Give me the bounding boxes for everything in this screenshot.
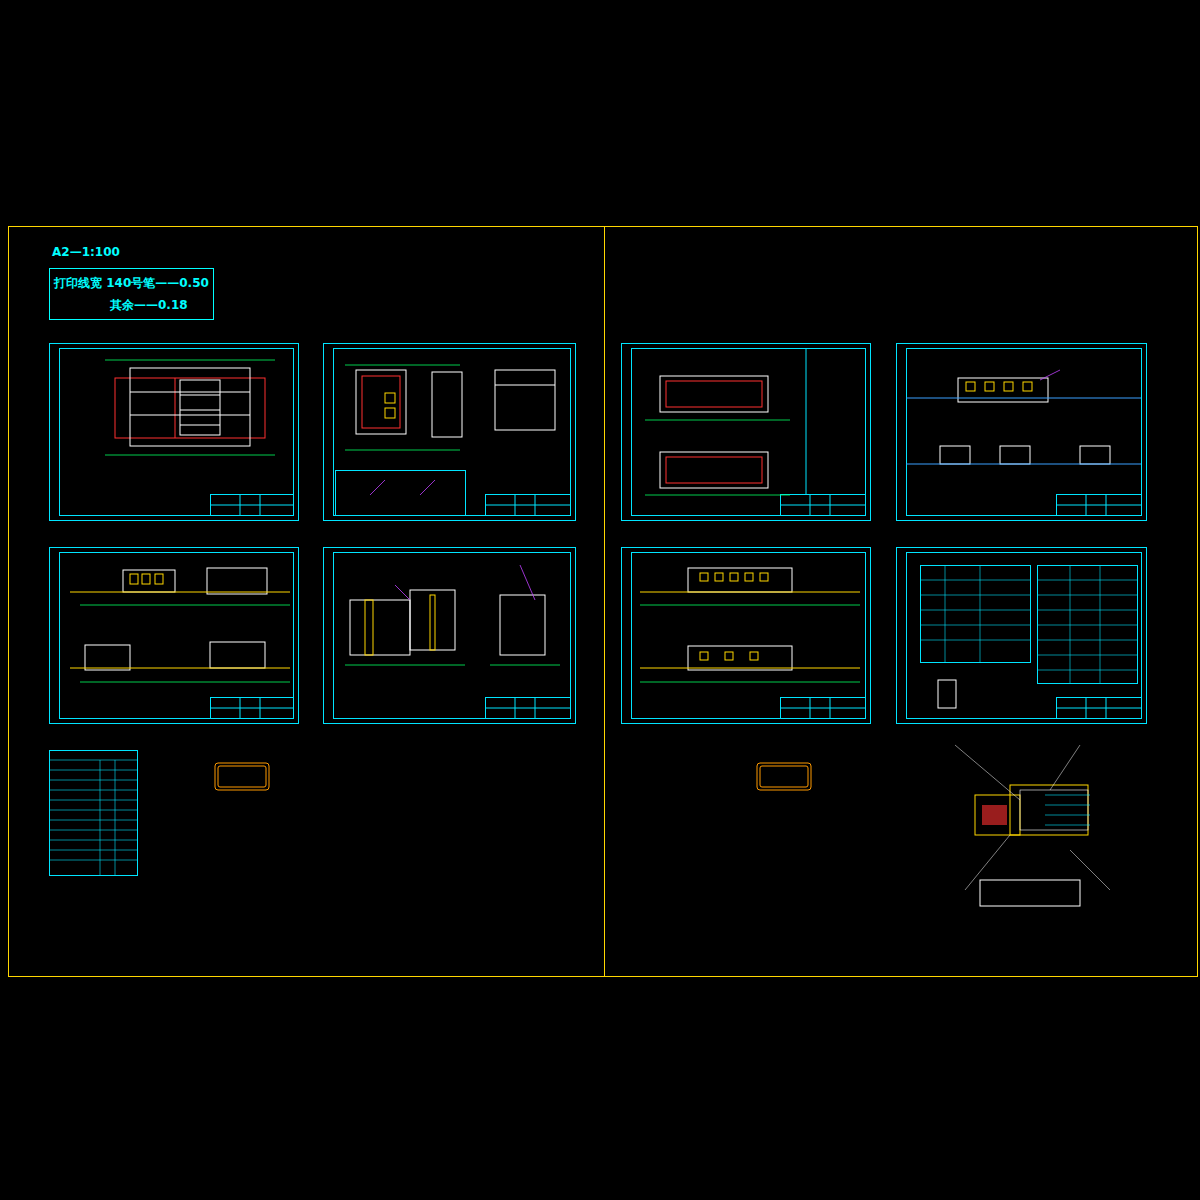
scale-label: A2—1:100: [52, 245, 120, 259]
note-box: 打印线宽 140号笔——0.50 其余——0.18: [49, 268, 214, 320]
note-text: 其余——0.18: [110, 297, 188, 314]
note-text: 打印线宽 140号笔——0.50: [54, 275, 209, 292]
